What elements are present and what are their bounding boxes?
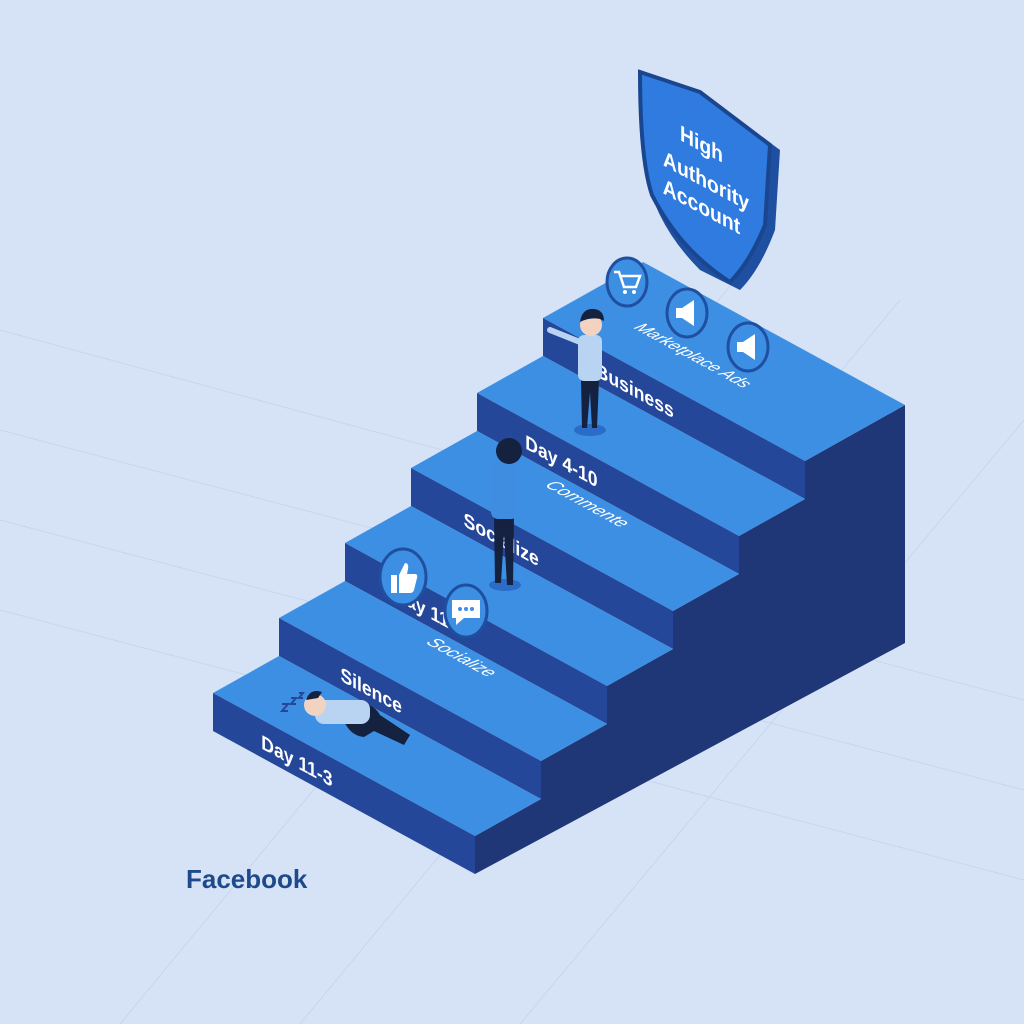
- person-sleeping: [279, 691, 410, 745]
- step-riser: [477, 393, 739, 574]
- step-tread: [213, 656, 541, 836]
- step-tread: [543, 262, 905, 461]
- step-tread: [477, 356, 805, 536]
- step-riser: [279, 618, 541, 799]
- step-riser: [213, 693, 475, 874]
- person-pointing: [547, 308, 606, 436]
- snore-icon: [279, 692, 306, 712]
- high-authority-shield: High Authority Account: [637, 69, 780, 290]
- step-riser: [411, 468, 673, 649]
- megaphone-icon: [665, 287, 709, 339]
- step-tread: [345, 506, 673, 686]
- chat-bubble-icon: [443, 583, 489, 639]
- stairs: [213, 262, 905, 874]
- megaphone-icon: [726, 321, 770, 373]
- thumbs-up-icon: [378, 547, 428, 607]
- step-tread: [279, 581, 607, 761]
- cart-icon: [605, 256, 649, 308]
- person-climbing: [489, 438, 522, 591]
- facebook-label: Facebook: [186, 864, 308, 894]
- step-riser: [543, 318, 805, 499]
- stairs-side-face: [475, 405, 905, 874]
